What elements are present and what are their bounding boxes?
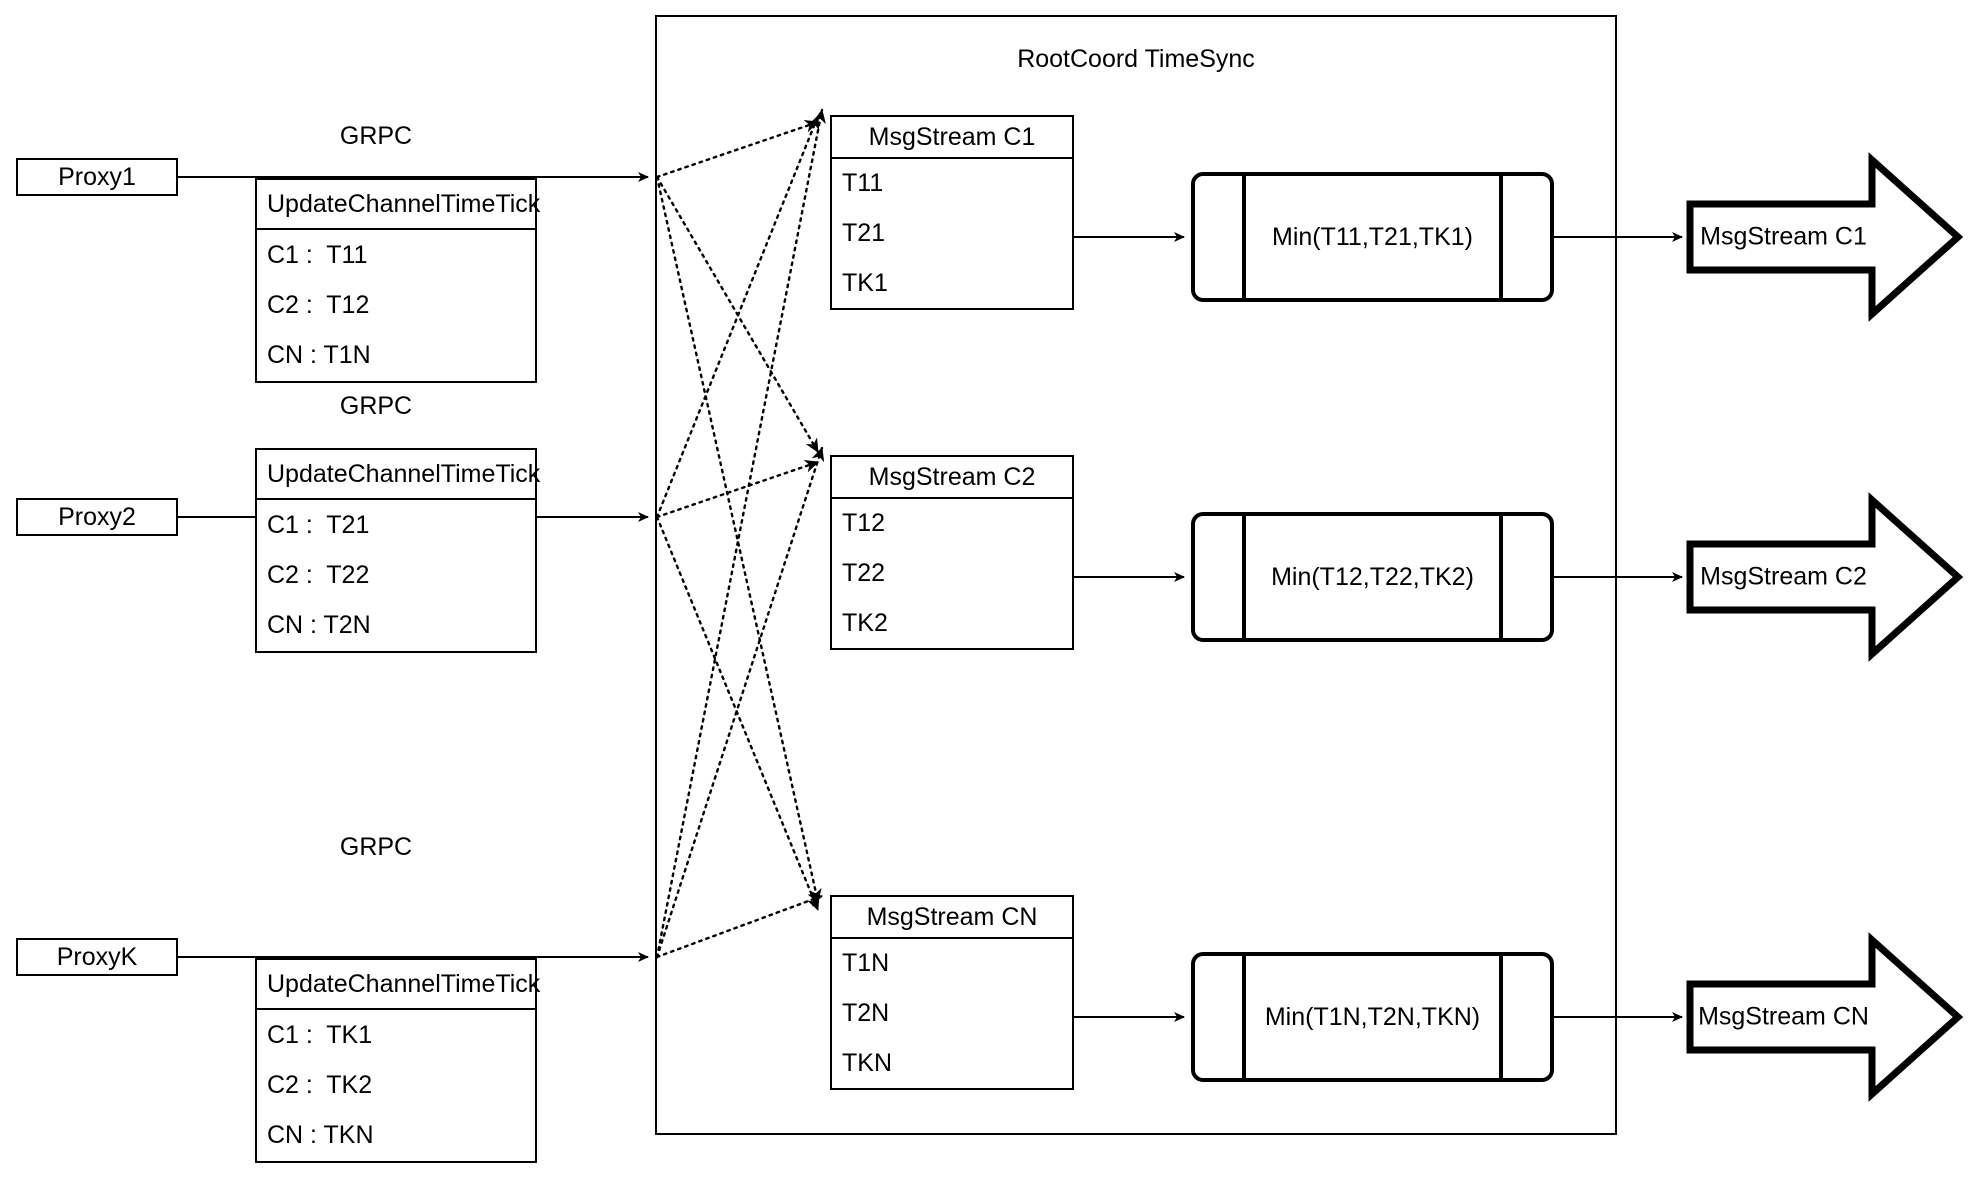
table-header: MsgStream C2 bbox=[832, 457, 1072, 499]
update-channel-timetick-table-3: UpdateChannelTimeTick C1 : TK1 C2 : TK2 … bbox=[255, 958, 540, 1163]
output-arrow-c1: MsgStream C1 bbox=[1686, 152, 1964, 322]
proxy-box-3[interactable]: ProxyK bbox=[16, 938, 178, 976]
table-row: T11 bbox=[842, 169, 884, 198]
table-row: T21 bbox=[842, 218, 886, 247]
grpc-label-2: GRPC bbox=[339, 392, 413, 420]
table-body: T1N T2N TKN bbox=[832, 939, 1072, 1088]
table-body: T11 T21 TK1 bbox=[832, 159, 1072, 308]
process-divider-right bbox=[1499, 176, 1503, 298]
table-body: C1 : T21 C2 : T22 CN : T2N bbox=[257, 500, 535, 651]
output-arrow-c2: MsgStream C2 bbox=[1686, 492, 1964, 662]
rootcoord-timesync-title: RootCoord TimeSync bbox=[1017, 45, 1255, 73]
table-row: T22 bbox=[842, 558, 886, 587]
table-row: C1 : TK1 bbox=[267, 1020, 373, 1049]
process-divider-left bbox=[1242, 956, 1246, 1078]
table-row: T2N bbox=[842, 998, 890, 1027]
table-row: T12 bbox=[842, 509, 886, 538]
table-body: C1 : TK1 C2 : TK2 CN : TKN bbox=[257, 1010, 535, 1161]
table-row: C2 : T12 bbox=[267, 290, 370, 319]
msgstream-table-c2: MsgStream C2 T12 T22 TK2 bbox=[830, 455, 1074, 650]
output-arrow-label: MsgStream C2 bbox=[1700, 562, 1867, 591]
min-process-label: Min(T1N,T2N,TKN) bbox=[1264, 1002, 1481, 1031]
min-process-label: Min(T11,T21,TK1) bbox=[1272, 222, 1473, 251]
min-process-label: Min(T12,T22,TK2) bbox=[1271, 562, 1474, 591]
msgstream-table-cn: MsgStream CN T1N T2N TKN bbox=[830, 895, 1074, 1090]
process-divider-left bbox=[1242, 176, 1246, 298]
table-header: MsgStream C1 bbox=[832, 117, 1072, 159]
table-row: TK1 bbox=[842, 268, 888, 297]
table-body: T12 T22 TK2 bbox=[832, 499, 1072, 648]
table-row: CN : TKN bbox=[267, 1121, 374, 1150]
proxy-box-1[interactable]: Proxy1 bbox=[16, 158, 178, 196]
proxy-box-2[interactable]: Proxy2 bbox=[16, 498, 178, 536]
table-row: CN : T1N bbox=[267, 341, 371, 370]
table-row: C1 : T21 bbox=[267, 510, 370, 539]
table-header: UpdateChannelTimeTick bbox=[257, 180, 540, 230]
min-process-c1: Min(T11,T21,TK1) bbox=[1191, 172, 1554, 302]
table-header: UpdateChannelTimeTick bbox=[257, 450, 540, 500]
min-process-c2: Min(T12,T22,TK2) bbox=[1191, 512, 1554, 642]
rootcoord-timesync-container bbox=[655, 15, 1617, 1135]
table-header: UpdateChannelTimeTick bbox=[257, 960, 540, 1010]
table-row: TK2 bbox=[842, 608, 888, 637]
output-arrow-label: MsgStream CN bbox=[1698, 1002, 1869, 1031]
table-row: CN : T2N bbox=[267, 611, 371, 640]
output-arrow-label: MsgStream C1 bbox=[1700, 222, 1867, 251]
grpc-label-3: GRPC bbox=[339, 833, 413, 861]
min-process-cn: Min(T1N,T2N,TKN) bbox=[1191, 952, 1554, 1082]
output-arrow-cn: MsgStream CN bbox=[1686, 932, 1964, 1102]
process-divider-left bbox=[1242, 516, 1246, 638]
grpc-label-1: GRPC bbox=[339, 122, 413, 150]
update-channel-timetick-table-1: UpdateChannelTimeTick C1 : T11 C2 : T12 … bbox=[255, 178, 540, 383]
table-body: C1 : T11 C2 : T12 CN : T1N bbox=[257, 230, 535, 381]
table-row: C1 : T11 bbox=[267, 240, 368, 269]
table-row: C2 : TK2 bbox=[267, 1070, 373, 1099]
table-header: MsgStream CN bbox=[832, 897, 1072, 939]
table-row: C2 : T22 bbox=[267, 560, 370, 589]
table-row: TKN bbox=[842, 1048, 892, 1077]
process-divider-right bbox=[1499, 956, 1503, 1078]
msgstream-table-c1: MsgStream C1 T11 T21 TK1 bbox=[830, 115, 1074, 310]
table-row: T1N bbox=[842, 949, 890, 978]
process-divider-right bbox=[1499, 516, 1503, 638]
update-channel-timetick-table-2: UpdateChannelTimeTick C1 : T21 C2 : T22 … bbox=[255, 448, 540, 653]
